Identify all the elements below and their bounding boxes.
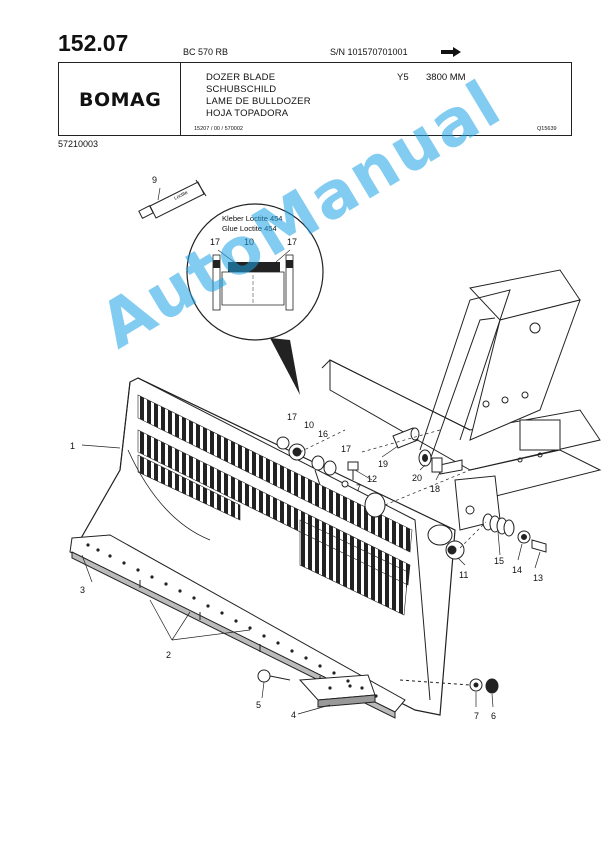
callout-13: 13: [533, 573, 543, 583]
leader-lines: [81, 187, 541, 715]
callout-10-detail: 10: [244, 237, 254, 247]
brand-logo: BOMAG: [79, 89, 162, 111]
callout-17-detail-right: 17: [287, 237, 297, 247]
document-number: 57210003: [58, 139, 99, 149]
callout-5: 5: [256, 700, 261, 710]
drawing-code: Q15639: [537, 126, 557, 132]
detail-pointer: [270, 338, 300, 395]
callout-6: 6: [491, 711, 496, 721]
cutting-edges: [69, 534, 406, 719]
callout-17-detail-left: 17: [210, 237, 220, 247]
callout-12: 12: [367, 474, 377, 484]
reference-code: 15207 / 00 / 570002: [194, 126, 243, 132]
callout-9: 9: [152, 175, 157, 185]
loctite-note-de: Kleber Loctite 454: [222, 214, 282, 223]
loctite-note-en: Glue Loctite 454: [222, 224, 277, 233]
variant-code: Y5: [397, 72, 409, 83]
pin-parts: [276, 436, 359, 488]
callout-7-washer: 7: [474, 711, 479, 721]
blade-dimension: 3800 MM: [426, 72, 466, 83]
title-german: SCHUBSCHILD: [206, 84, 277, 95]
callout-19: 19: [378, 459, 388, 469]
title-spanish: HOJA TOPADORA: [206, 108, 289, 119]
assembly-lines: [299, 429, 487, 549]
title-french: LAME DE BULLDOZER: [206, 96, 311, 107]
detail-view: Kleber Loctite 454 Glue Loctite 454: [186, 203, 324, 341]
callout-14: 14: [512, 565, 522, 575]
hinge-mounts: [364, 492, 453, 546]
callout-16: 16: [318, 429, 328, 439]
dozer-blade: [79, 377, 456, 716]
callout-20: 20: [412, 473, 422, 483]
callout-3: 3: [80, 585, 85, 595]
callout-17-upper: 17: [287, 412, 297, 422]
spring-assembly: [482, 513, 547, 553]
callout-15: 15: [494, 556, 504, 566]
callout-4: 4: [291, 710, 296, 720]
page-number: 152.07: [58, 30, 129, 56]
callout-18: 18: [430, 484, 440, 494]
bolt-holes: [86, 543, 378, 698]
model-label: BC 570 RB: [183, 47, 229, 57]
title-english: DOZER BLADE: [206, 72, 276, 83]
callout-2: 2: [166, 650, 171, 660]
callout-10: 10: [304, 420, 314, 430]
arrow-right-icon: [441, 47, 461, 57]
header-divider: [180, 63, 181, 135]
pin-20-and-bolt-18: [392, 427, 463, 475]
bushing-11: [445, 540, 465, 560]
callout-1: 1: [70, 441, 75, 451]
bolt-5: [257, 669, 291, 683]
header-box: BOMAG DOZER BLADE SCHUBSCHILD LAME DE BU…: [58, 62, 572, 136]
callout-7-small: 7: [356, 483, 361, 493]
machine-frame: [321, 269, 602, 531]
loctite-tube-icon: Loctite: [138, 179, 207, 219]
callout-11: 11: [459, 570, 468, 580]
nut-and-washer: [399, 678, 499, 694]
callout-17-lower: 17: [341, 444, 351, 454]
serial-number: S/N 101570701001: [330, 47, 408, 57]
